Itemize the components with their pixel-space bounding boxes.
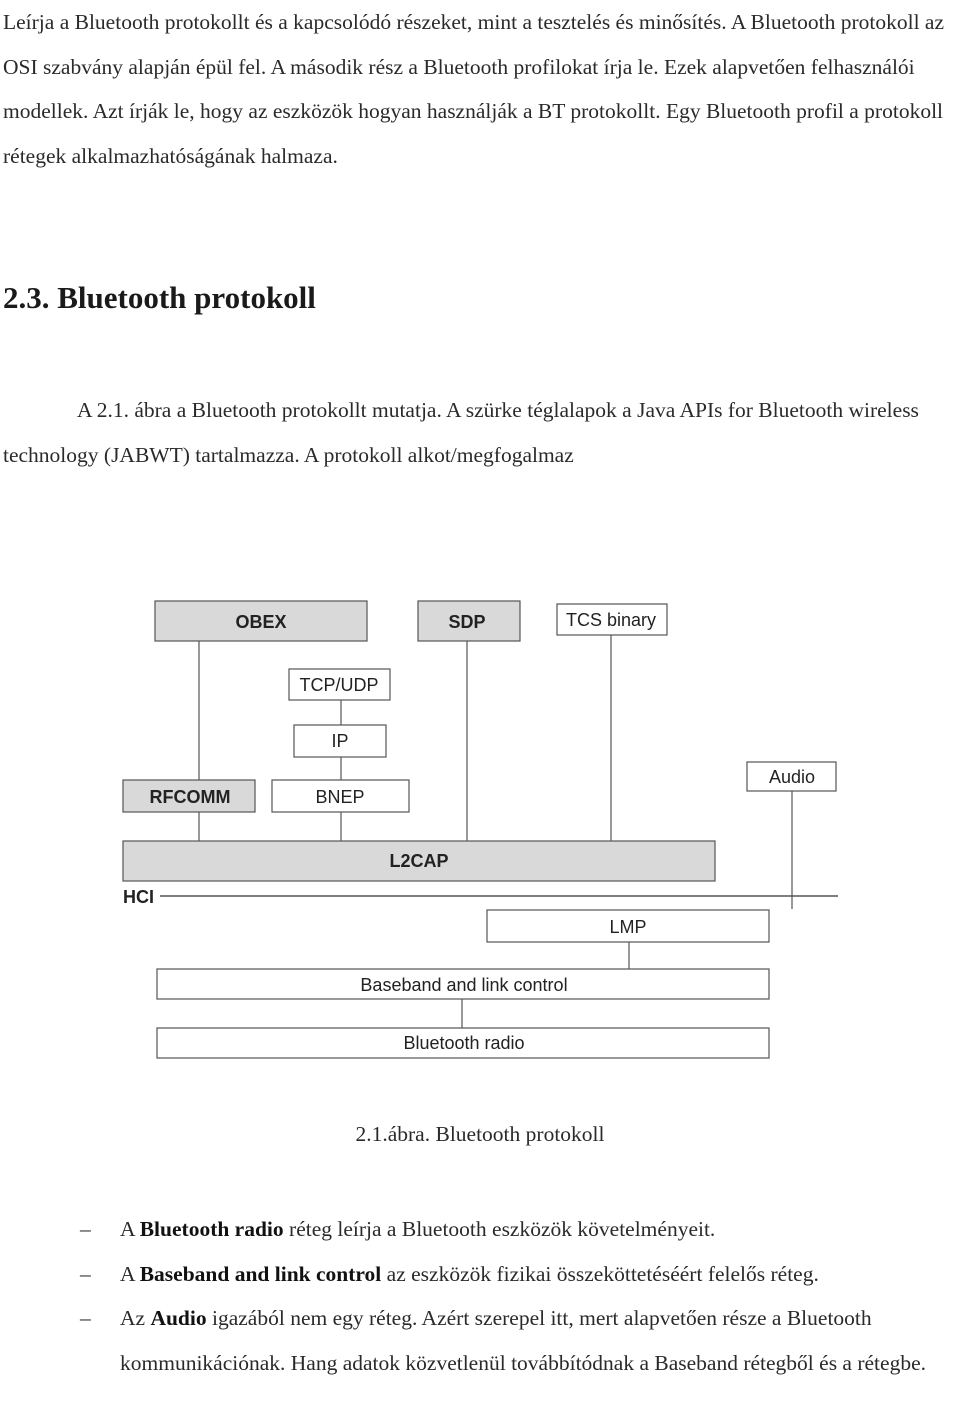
bold-term: Baseband and link control [139, 1261, 382, 1286]
lmp-block [486, 909, 770, 943]
sdp-block [417, 600, 521, 642]
rfcomm-label: RFCOMM [150, 787, 231, 807]
bullet-dash: – [80, 1306, 91, 1330]
sdp-label: SDP [448, 612, 485, 632]
radio-label: Bluetooth radio [403, 1033, 524, 1053]
obex-label: OBEX [235, 612, 286, 632]
tcp-udp-label: TCP/UDP [299, 675, 378, 695]
obex-block [154, 600, 368, 642]
bluetooth-protocol-diagram: OBEX SDP TCS binary TCP/UDP IP Audio RFC… [122, 600, 838, 1059]
tcs-binary-label: TCS binary [566, 610, 656, 630]
list-item: – A Bluetooth radio réteg leírja a Bluet… [0, 1207, 960, 1252]
tcp-udp-block [288, 668, 391, 701]
bullet-dash: – [80, 1217, 91, 1241]
audio-label: Audio [769, 767, 815, 787]
baseband-label: Baseband and link control [360, 975, 567, 995]
baseband-block [156, 968, 770, 1000]
radio-block [156, 1027, 770, 1059]
bullet-list: – A Bluetooth radio réteg leírja a Bluet… [0, 1207, 960, 1385]
bnep-block [271, 779, 410, 813]
ip-label: IP [331, 731, 348, 751]
lmp-label: LMP [609, 917, 646, 937]
bold-term: Audio [150, 1306, 207, 1330]
bullet-text: A Bluetooth radio réteg leírja a Bluetoo… [120, 1217, 716, 1241]
section-heading: 2.3. Bluetooth protokoll [3, 280, 316, 315]
bullet-text: Az Audio igazából nem egy réteg. Azért s… [120, 1306, 926, 1375]
rfcomm-block [122, 779, 256, 813]
list-item: – Az Audio igazából nem egy réteg. Azért… [0, 1296, 960, 1385]
tcs-binary-block [556, 603, 668, 636]
l2cap-block [122, 840, 716, 882]
figure-caption: 2.1.ábra. Bluetooth protokoll [355, 1122, 605, 1146]
bold-term: Bluetooth radio [139, 1217, 284, 1241]
hci-label: HCI [123, 887, 154, 907]
l2cap-label: L2CAP [389, 851, 448, 871]
bullet-dash: – [80, 1261, 91, 1286]
bullet-text: A Baseband and link control az eszközök … [120, 1261, 819, 1286]
figure-intro-paragraph: A 2.1. ábra a Bluetooth protokollt mutat… [3, 398, 919, 467]
intro-paragraph: Leírja a Bluetooth protokollt és a kapcs… [3, 10, 945, 168]
list-item: – A Baseband and link control az eszközö… [0, 1252, 960, 1297]
ip-block [293, 724, 387, 758]
audio-block [746, 761, 837, 792]
bnep-label: BNEP [315, 787, 364, 807]
